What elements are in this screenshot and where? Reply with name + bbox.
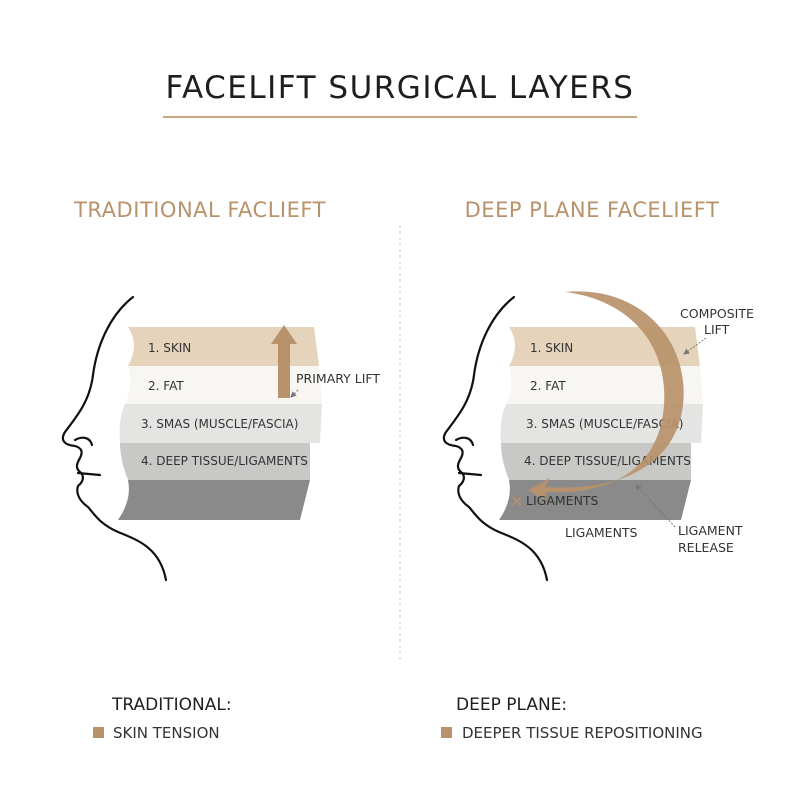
legend-traditional-heading: TRADITIONAL: [111,695,232,715]
primary-lift-arrow-icon [271,325,297,398]
legend-swatch-icon [93,727,104,738]
ligament-release-label-2: RELEASE [678,540,734,555]
layer-fat-label: 2. FAT [148,379,184,393]
traditional-heading: TRADITIONAL FACLIEFT [73,198,326,222]
primary-lift-label: PRIMARY LIFT [296,371,380,386]
nostril-icon [454,436,475,447]
ligament-release-label-1: LIGAMENT [678,523,743,538]
layer-deep-label: 4. DEEP TISSUE/LIGAMENTS [524,454,691,468]
layer-smas-label: 3. SMAS (MUSCLE/FASCIA) [141,417,298,431]
legend: TRADITIONAL: SKIN TENSION DEEP PLANE: DE… [93,695,703,742]
deep-plane-panel: DEEP PLANE FACELIEFT 1. SKIN 2. FAT 3. S… [442,198,754,582]
layer-smas-label: 3. SMAS (MUSCLE/FASCIA) [526,417,683,431]
layer-deep-label: 4. DEEP TISSUE/LIGAMENTS [141,454,308,468]
page-title: FACELIFT SURGICAL LAYERS [166,70,635,106]
composite-lift-label-1: COMPOSITE [680,306,754,321]
ligament-cut-icon: ✕ [510,492,523,511]
composite-lift-label-2: LIFT [704,322,730,337]
legend-deep-item: DEEPER TISSUE REPOSITIONING [462,724,703,742]
lips-icon [76,471,102,477]
layer-fat-label: 2. FAT [530,379,566,393]
deep-plane-heading: DEEP PLANE FACELIEFT [465,198,720,222]
layer-skin-label: 1. SKIN [148,341,191,355]
nostril-icon [73,436,94,447]
legend-traditional-item: SKIN TENSION [113,724,220,742]
legend-deep-heading: DEEP PLANE: [456,695,567,715]
legend-swatch-icon [441,727,452,738]
ligaments-outer-label: LIGAMENTS [565,525,638,540]
layer-skin-label: 1. SKIN [530,341,573,355]
ligaments-inner-label: LIGAMENTS [526,493,599,508]
traditional-panel: TRADITIONAL FACLIEFT 1. SKIN 2. FAT 3. S… [61,198,380,582]
lips-icon [457,471,483,477]
